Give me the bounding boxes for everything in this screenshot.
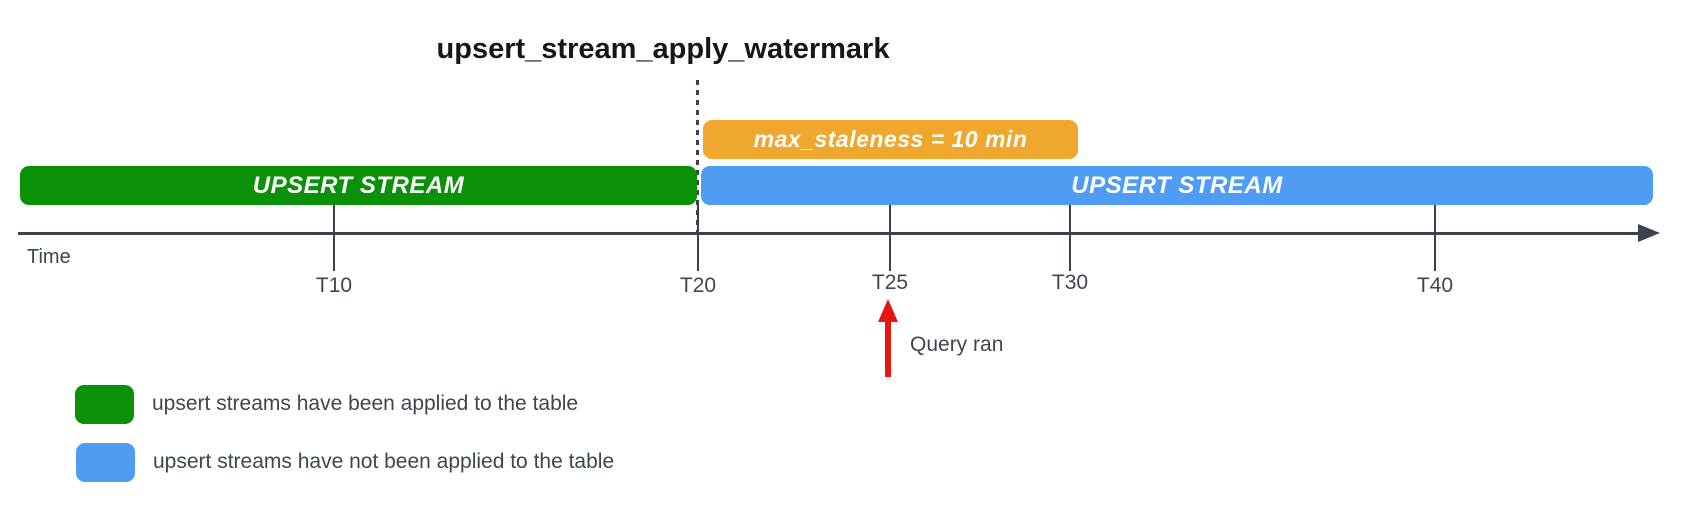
legend-swatch-pending	[76, 443, 135, 482]
applied-upsert-stream-bar-label: UPSERT STREAM	[252, 171, 465, 199]
tick-mark	[1434, 205, 1436, 271]
max-staleness-bar: max_staleness = 10 min	[703, 120, 1078, 159]
pending-upsert-stream-bar-label: UPSERT STREAM	[1071, 171, 1283, 199]
tick-mark	[1069, 205, 1071, 271]
diagram-title: upsert_stream_apply_watermark	[436, 33, 890, 65]
query-ran-label: Query ran	[910, 333, 1004, 356]
tick-mark	[697, 205, 699, 271]
legend-label-applied: upsert streams have been applied to the …	[152, 392, 579, 415]
query-ran-arrow-head-icon	[878, 299, 898, 322]
tick-label-t30: T30	[1051, 271, 1089, 294]
time-axis-label: Time	[27, 246, 71, 268]
tick-label-t25: T25	[871, 271, 909, 294]
tick-mark	[333, 205, 335, 271]
tick-label-t40: T40	[1416, 274, 1454, 297]
time-axis-arrowhead-icon	[1638, 224, 1660, 242]
legend-label-pending: upsert streams have not been applied to …	[153, 450, 615, 473]
pending-upsert-stream-bar: UPSERT STREAM	[701, 166, 1653, 205]
applied-upsert-stream-bar: UPSERT STREAM	[20, 166, 697, 205]
query-ran-arrow-shaft	[885, 320, 891, 377]
tick-label-t10: T10	[315, 274, 353, 297]
tick-label-t20: T20	[679, 274, 717, 297]
watermark-dotted-line	[696, 80, 699, 233]
tick-mark	[889, 205, 891, 271]
max-staleness-bar-label: max_staleness = 10 min	[753, 126, 1028, 152]
legend-swatch-applied	[75, 385, 134, 424]
time-axis-line	[18, 232, 1642, 235]
